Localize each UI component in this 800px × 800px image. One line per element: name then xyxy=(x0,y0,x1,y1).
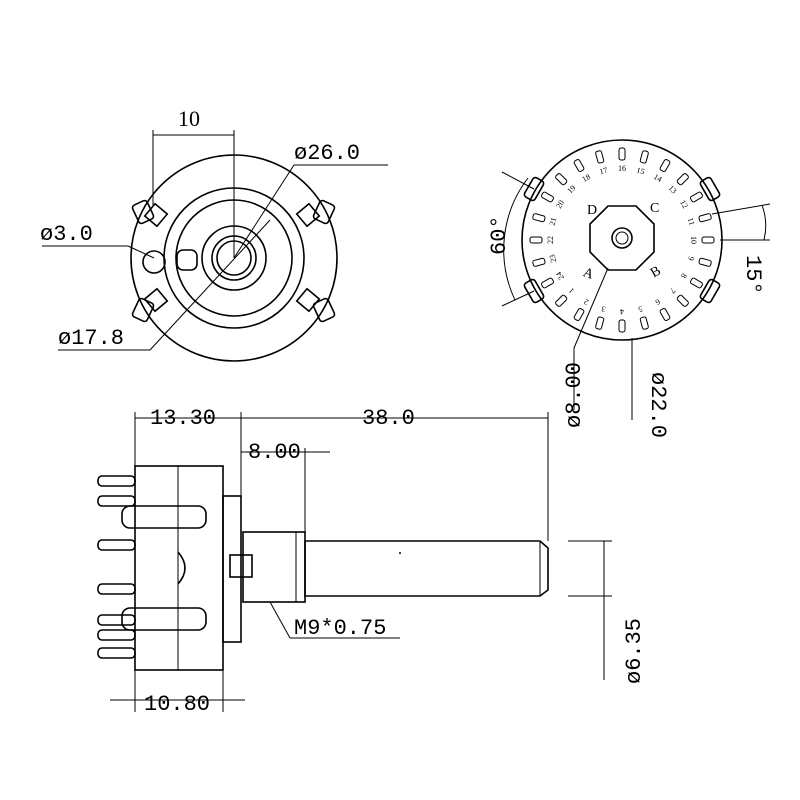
solder-terminal xyxy=(701,236,715,244)
terminal-number: 16 xyxy=(618,164,626,173)
switch-body xyxy=(134,465,224,671)
angle-60-arc xyxy=(503,177,529,301)
solder-terminal xyxy=(618,147,626,161)
terminal-number: 22 xyxy=(546,236,555,244)
terminal-number: 19 xyxy=(565,183,577,195)
terminal-number: 17 xyxy=(599,166,609,177)
center-boss xyxy=(589,205,655,271)
front-terminal-tabs xyxy=(131,199,336,323)
solder-terminal xyxy=(595,150,605,164)
solder-terminal xyxy=(690,277,703,289)
solder-terminal xyxy=(595,316,605,330)
terminal-number: 2 xyxy=(582,297,590,307)
terminal-number: 15 xyxy=(635,166,645,177)
locating-pin xyxy=(176,249,198,271)
dim-shaft-label: ø8.00 xyxy=(562,362,587,428)
dim-thread-label: M9*0.75 xyxy=(294,616,386,641)
terminal-number: 13 xyxy=(667,183,679,195)
solder-terminal xyxy=(541,191,554,203)
terminal-number: 10 xyxy=(689,236,698,244)
terminal-pins xyxy=(97,475,136,659)
solder-terminal xyxy=(618,319,626,333)
terminal-number: 23 xyxy=(548,253,559,263)
terminal-number: 6 xyxy=(654,297,662,307)
terminal-number: 11 xyxy=(686,217,697,227)
dim-body-label: 13.30 xyxy=(150,406,216,431)
dim-angle-15-label: 15° xyxy=(740,255,765,295)
clamp-top xyxy=(121,505,207,529)
solder-terminal xyxy=(698,257,712,267)
terminal-number: 5 xyxy=(637,304,643,314)
side-locating-pin xyxy=(229,554,253,578)
dim-width-label: 10 xyxy=(178,106,200,131)
front-plate xyxy=(222,495,242,643)
solder-terminal xyxy=(555,294,568,307)
terminal-number: 8 xyxy=(679,272,689,280)
detent-profile xyxy=(177,551,186,585)
pole-letter-d: D xyxy=(587,203,597,218)
shaft xyxy=(304,540,549,597)
front-view: 10 ø26.0 ø3.0 ø17.8 xyxy=(40,106,388,362)
solder-terminal xyxy=(690,191,703,203)
side-view: 13.30 38.0 8.00 M9*0.75 ø6.35 10.80 xyxy=(97,406,647,717)
terminal-number: 24 xyxy=(554,270,566,281)
solder-terminal xyxy=(532,213,546,223)
solder-terminal xyxy=(573,308,585,321)
lug-bottom-left xyxy=(523,278,545,304)
solder-terminal xyxy=(555,173,568,186)
pole-letter-a: A xyxy=(581,265,596,283)
terminal-number: 20 xyxy=(554,199,566,210)
solder-terminal xyxy=(676,173,689,186)
terminal-number: 1 xyxy=(567,286,576,295)
dim-shaft-diameter-label: ø6.35 xyxy=(622,618,647,684)
terminal-number: 21 xyxy=(548,217,559,227)
center-shaft-hole xyxy=(611,227,633,249)
dim-inner-diameter-label: ø17.8 xyxy=(58,326,124,351)
dim-outer-label: ø22.0 xyxy=(645,372,670,438)
solder-terminal xyxy=(698,213,712,223)
pole-letter-c: C xyxy=(650,201,659,216)
solder-terminal xyxy=(529,236,543,244)
solder-terminal xyxy=(532,257,546,267)
clamp-bottom xyxy=(121,607,207,631)
terminal-number: 18 xyxy=(581,172,592,184)
terminal-number: 4 xyxy=(620,307,624,316)
solder-terminal xyxy=(639,316,649,330)
solder-terminal xyxy=(659,159,671,172)
terminal-number: 9 xyxy=(686,255,696,261)
solder-terminal xyxy=(541,277,554,289)
pole-letter-b: B xyxy=(648,263,664,281)
dim-bushing-label: 8.00 xyxy=(248,440,301,465)
dim-outer-diameter-label: ø26.0 xyxy=(294,141,360,166)
terminal-number: 12 xyxy=(678,199,690,210)
solder-terminal xyxy=(659,308,671,321)
terminal-number: 14 xyxy=(652,172,663,184)
locating-hole xyxy=(142,250,166,274)
dim-angle-60-label: 60° xyxy=(487,215,512,255)
dim-shaft-length-label: 38.0 xyxy=(362,406,415,431)
terminal-number: 3 xyxy=(600,304,606,314)
solder-terminal xyxy=(573,159,585,172)
dim-base-label: 10.80 xyxy=(144,692,210,717)
dim-hole-label: ø3.0 xyxy=(40,222,93,247)
solder-terminal xyxy=(639,150,649,164)
lug-top-right xyxy=(699,176,721,202)
solder-terminal xyxy=(676,294,689,307)
lug-bottom-right xyxy=(699,278,721,304)
terminal-number: 7 xyxy=(668,286,677,295)
